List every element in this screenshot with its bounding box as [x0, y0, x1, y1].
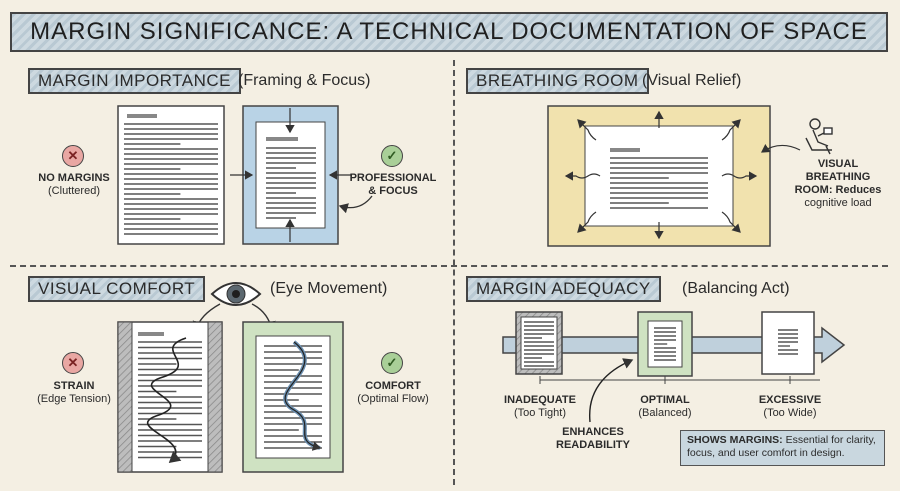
section-sub-importance: (Framing & Focus) [238, 72, 371, 89]
comfort-document [242, 321, 344, 473]
shows-margins-note: SHOWS MARGINS: Essential for clarity, fo… [680, 430, 885, 466]
inadequate-document [515, 311, 563, 375]
inadequate-label: INADEQUATE(Too Tight) [504, 394, 576, 419]
page-title: MARGIN SIGNIFICANCE: A TECHNICAL DOCUMEN… [30, 18, 868, 45]
x-icon: ✕ [62, 352, 84, 374]
section-label-comfort: VISUAL COMFORT [28, 276, 206, 302]
comfort-label: COMFORT(Optimal Flow) [357, 380, 429, 405]
horizontal-divider [10, 265, 888, 267]
section-sub-comfort: (Eye Movement) [270, 280, 388, 297]
excessive-label: EXCESSIVE(Too Wide) [758, 394, 822, 419]
section-label-adequacy: MARGIN ADEQUACY [466, 276, 661, 302]
section-sub-breathing: (Visual Relief) [642, 72, 742, 89]
strain-label: STRAIN(Edge Tension) [37, 380, 111, 405]
check-icon: ✓ [381, 145, 403, 167]
framed-document [230, 105, 373, 245]
section-sub-adequacy: (Balancing Act) [682, 280, 790, 297]
vertical-divider [453, 60, 455, 485]
breathing-room-document [547, 105, 801, 247]
optimal-label: OPTIMAL(Balanced) [638, 394, 692, 419]
x-icon: ✕ [62, 145, 84, 167]
reader-icon [805, 118, 833, 155]
strain-document [117, 321, 223, 473]
no-margins-label: NO MARGINS(Cluttered) [38, 172, 110, 197]
section-label-importance: MARGIN IMPORTANCE [28, 68, 241, 94]
section-label-breathing: BREATHING ROOM [466, 68, 649, 94]
check-icon: ✓ [381, 352, 403, 374]
eye-icon [192, 282, 276, 332]
cluttered-document [117, 105, 225, 245]
excessive-document [761, 311, 815, 375]
professional-label: PROFESSIONAL& FOCUS [349, 172, 437, 197]
title-banner: MARGIN SIGNIFICANCE: A TECHNICAL DOCUMEN… [10, 12, 888, 52]
optimal-document [637, 311, 693, 377]
enhances-arrow [589, 358, 634, 423]
